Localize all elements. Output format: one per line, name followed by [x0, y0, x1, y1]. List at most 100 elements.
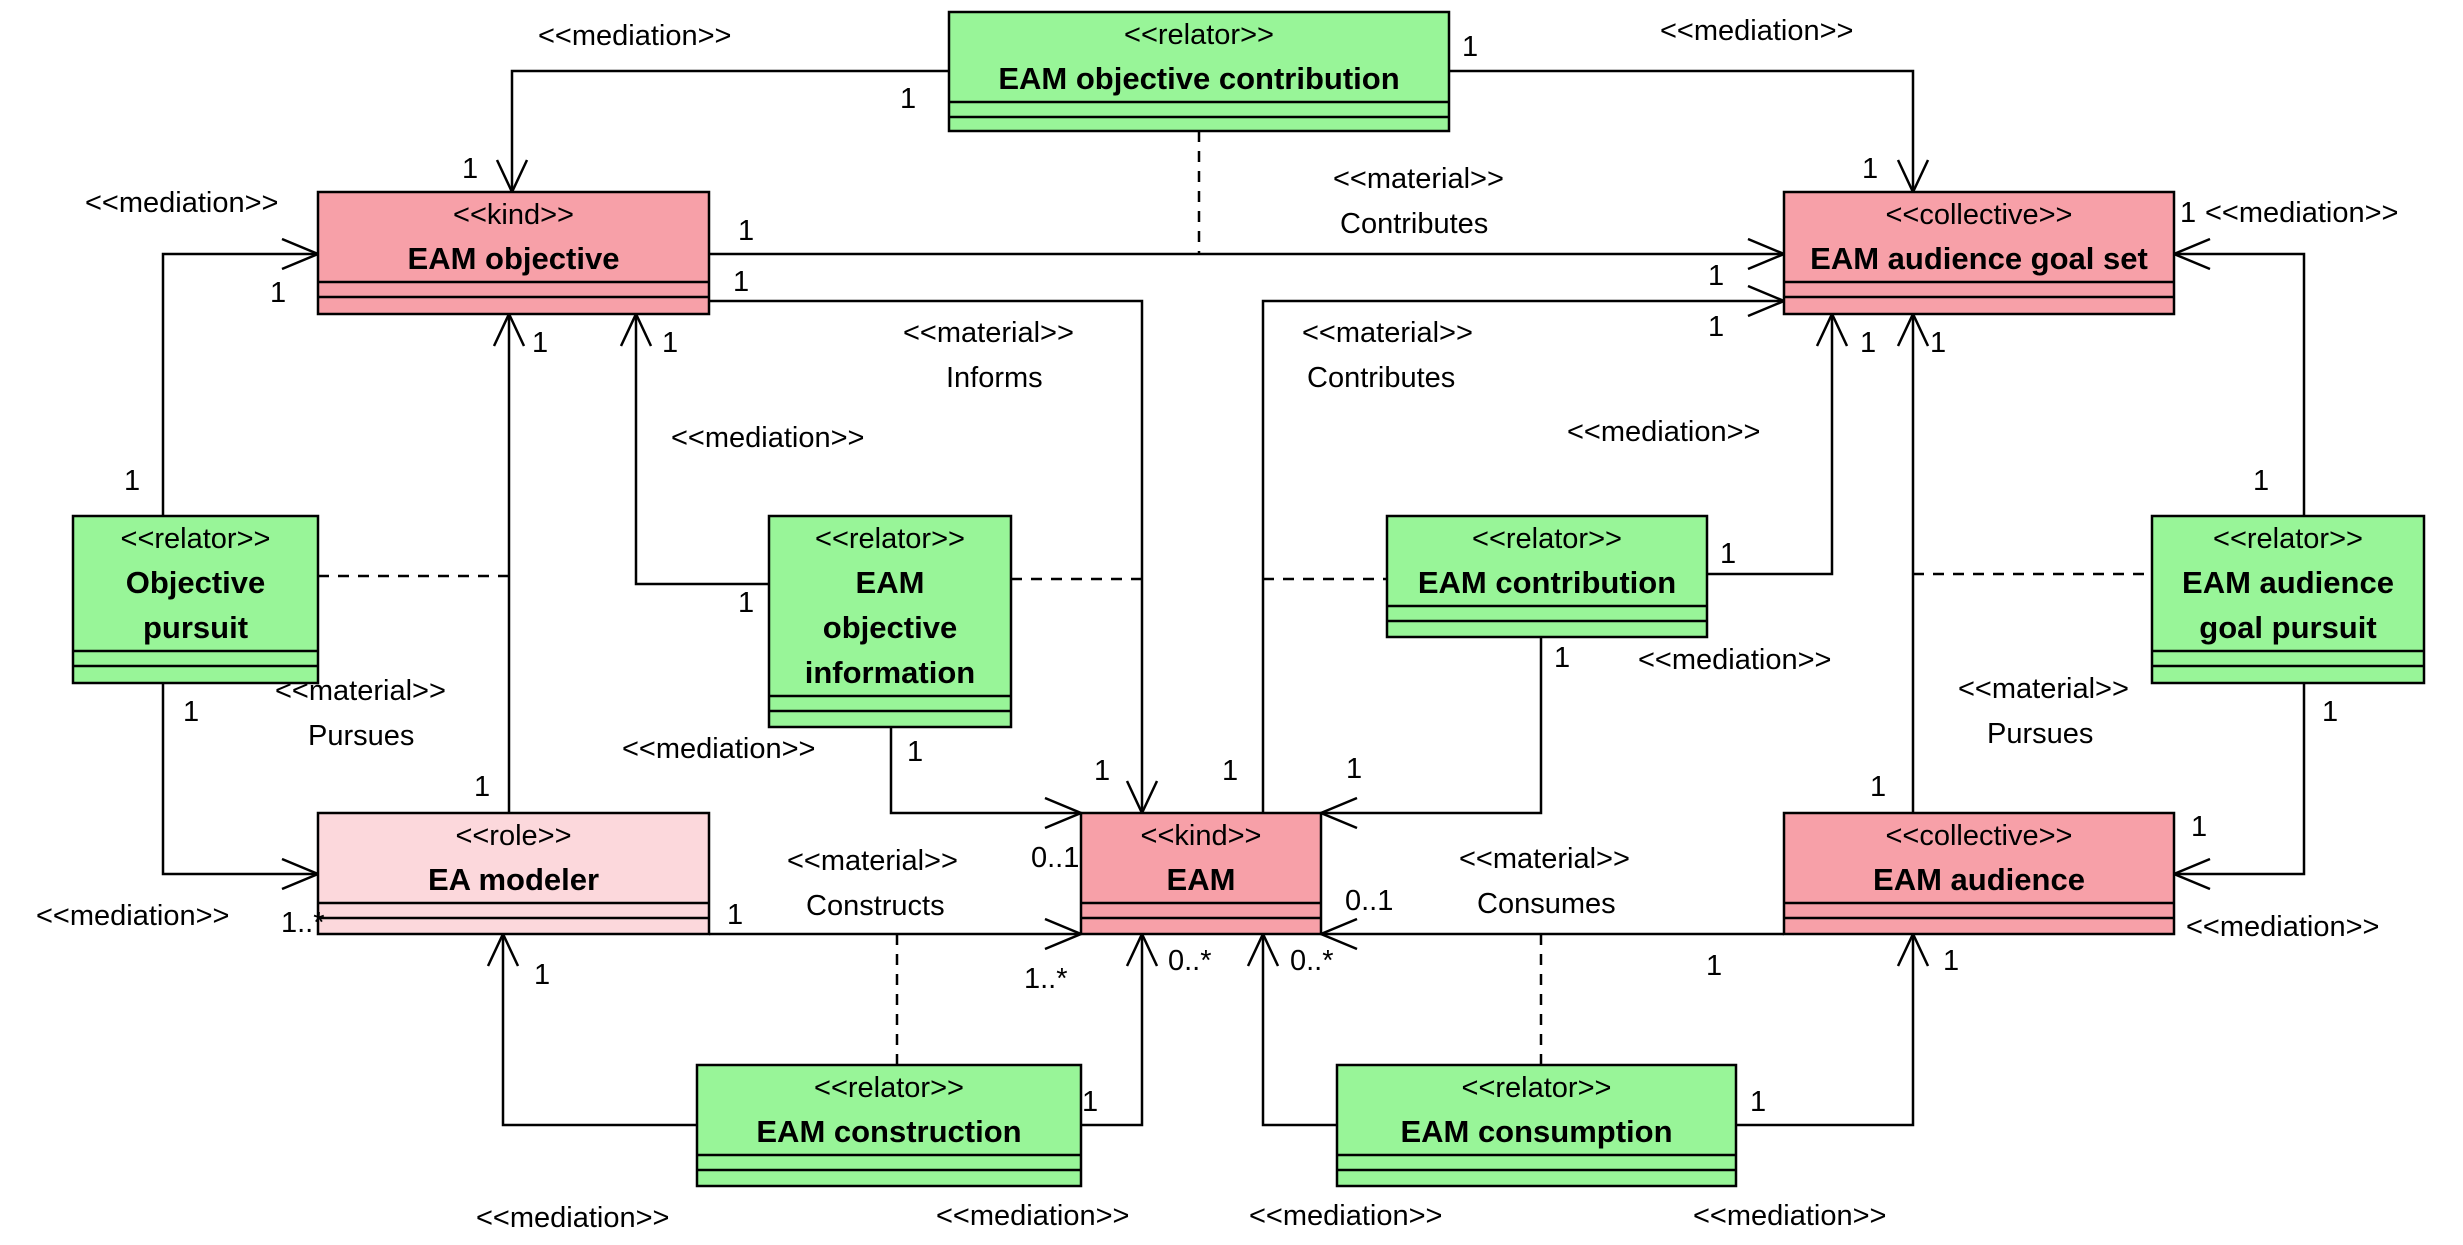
multiplicity: 1 [900, 83, 916, 115]
multiplicity: 1 [183, 696, 199, 728]
multiplicity: 1 [2322, 696, 2338, 728]
class-stereotype: <<relator>> [2213, 523, 2363, 555]
multiplicity: 1 [1720, 538, 1736, 570]
multiplicity: 1 [2253, 465, 2269, 497]
edge-label: <<mediation>> [1638, 644, 1831, 676]
class-stereotype: <<role>> [455, 820, 571, 852]
edge-objinfo-to-eam [889, 727, 1081, 815]
multiplicity: 1 [1346, 753, 1362, 785]
class-name: EAM construction [756, 1114, 1021, 1149]
class-stereotype: <<relator>> [121, 523, 271, 555]
multiplicity: 1 [1094, 755, 1110, 787]
multiplicity: 1 [1462, 31, 1478, 63]
class-box-body [316, 190, 711, 316]
class-box-body [71, 514, 320, 685]
edge-label: <<material>> [1302, 317, 1473, 349]
edge-objcontrib-to-objective [510, 69, 949, 192]
multiplicity: 1 [2191, 811, 2207, 843]
class-box-eam-contribution[interactable]: <<relator>>EAM contribution [1385, 514, 1709, 639]
class-box-body [1385, 514, 1709, 639]
class-name: EAM audience [2182, 565, 2394, 600]
edge-objpursuit-to-modeler [161, 683, 318, 876]
multiplicity: 0..* [1168, 945, 1212, 977]
class-box-body [1079, 811, 1323, 936]
multiplicity: 1 [1082, 1086, 1098, 1118]
class-box-body [316, 811, 711, 936]
multiplicity: 1 [270, 277, 286, 309]
association-edges [161, 69, 2306, 1127]
edge-label: <<mediation>> [2205, 197, 2398, 229]
class-box-eam-objective-contribution[interactable]: <<relator>>EAM objective contribution [947, 10, 1451, 133]
edge-objpursuit-to-objective [161, 252, 318, 516]
class-box-body [1335, 1063, 1738, 1188]
multiplicity: 0..* [1290, 945, 1334, 977]
class-name: EAM [1167, 862, 1236, 897]
edge-label: <<mediation>> [85, 187, 278, 219]
edge-objective-informs-eam [709, 299, 1144, 813]
edge-eam-contributes-goalset [1261, 299, 1784, 813]
multiplicity: 1 [738, 587, 754, 619]
edge-label: <<mediation>> [36, 900, 229, 932]
class-box-eam-audience-goal-set[interactable]: <<collective>>EAM audience goal set [1782, 190, 2176, 316]
edge-construction-to-modeler [501, 934, 697, 1127]
class-box-eam-audience[interactable]: <<collective>>EAM audience [1782, 811, 2176, 936]
class-box-body [695, 1063, 1083, 1188]
edge-contribution-to-goalset [1707, 314, 1834, 576]
edge-label: <<material>> [1958, 673, 2129, 705]
edge-label: <<material>> [787, 845, 958, 877]
multiplicity: 1 [727, 899, 743, 931]
multiplicity: 1 [1943, 945, 1959, 977]
edge-label: Pursues [308, 720, 414, 752]
edge-label: <<mediation>> [1660, 15, 1853, 47]
edge-label: <<mediation>> [1249, 1200, 1442, 1232]
edge-objcontrib-to-goalset [1449, 69, 1915, 192]
class-box-eam-consumption[interactable]: <<relator>>EAM consumption [1335, 1063, 1738, 1188]
multiplicity: 1 [1708, 311, 1724, 343]
edge-consumption-to-eam [1261, 934, 1337, 1127]
class-stereotype: <<kind>> [1141, 820, 1262, 852]
class-name: EAM contribution [1418, 565, 1676, 600]
class-box-body [1782, 190, 2176, 316]
edge-objinfo-to-objective [634, 314, 769, 586]
multiplicity: 1 [462, 153, 478, 185]
multiplicity: 1 [1870, 771, 1886, 803]
edge-label: Contributes [1340, 208, 1488, 240]
class-box-ea-modeler[interactable]: <<role>>EA modeler [316, 811, 711, 936]
multiplicity: 1 [2180, 197, 2196, 229]
multiplicity: 1 [738, 215, 754, 247]
edge-consumption-to-audience [1736, 934, 1915, 1127]
edge-goalpursuit-to-audience [2174, 683, 2306, 876]
edge-label: Contributes [1307, 362, 1455, 394]
edge-labels: <<mediation>> <<mediation>> <<mediation>… [36, 15, 2398, 1234]
class-stereotype: <<relator>> [815, 523, 965, 555]
class-box-eam[interactable]: <<kind>> EAM [1079, 811, 1323, 936]
class-stereotype: <<collective>> [1885, 199, 2072, 231]
class-stereotype: <<relator>> [814, 1072, 964, 1104]
edge-label: Informs [946, 362, 1043, 394]
multiplicity: 1 [1750, 1086, 1766, 1118]
class-box-eam-objective[interactable]: <<kind>>EAM objective [316, 190, 711, 316]
class-box-eam-construction[interactable]: <<relator>> EAM construction [695, 1063, 1083, 1188]
multiplicities: 1 1 1 1 1 1 1 1 1 1 1 1 1 1 1 1 1 1 1 1 … [124, 31, 2338, 1118]
edge-label: <<mediation>> [538, 20, 731, 52]
multiplicity: 1 [534, 959, 550, 991]
class-boxes: <<relator>>EAM objective contribution <<k… [71, 10, 2426, 1188]
edge-label: <<mediation>> [622, 733, 815, 765]
edge-label: <<material>> [903, 317, 1074, 349]
edge-contribution-to-eam [1321, 637, 1543, 815]
edge-label: <<mediation>> [1567, 416, 1760, 448]
multiplicity: 0..1 [1031, 842, 1079, 874]
edge-label: <<mediation>> [671, 422, 864, 454]
edge-label: Consumes [1477, 888, 1616, 920]
class-name: information [805, 655, 976, 690]
edge-label: <<mediation>> [1693, 1200, 1886, 1232]
multiplicity: 1 [733, 266, 749, 298]
class-stereotype: <<relator>> [1124, 19, 1274, 51]
edge-label: <<mediation>> [936, 1200, 1129, 1232]
class-name: objective [823, 610, 957, 645]
edge-goalpursuit-to-goalset [2174, 252, 2306, 516]
